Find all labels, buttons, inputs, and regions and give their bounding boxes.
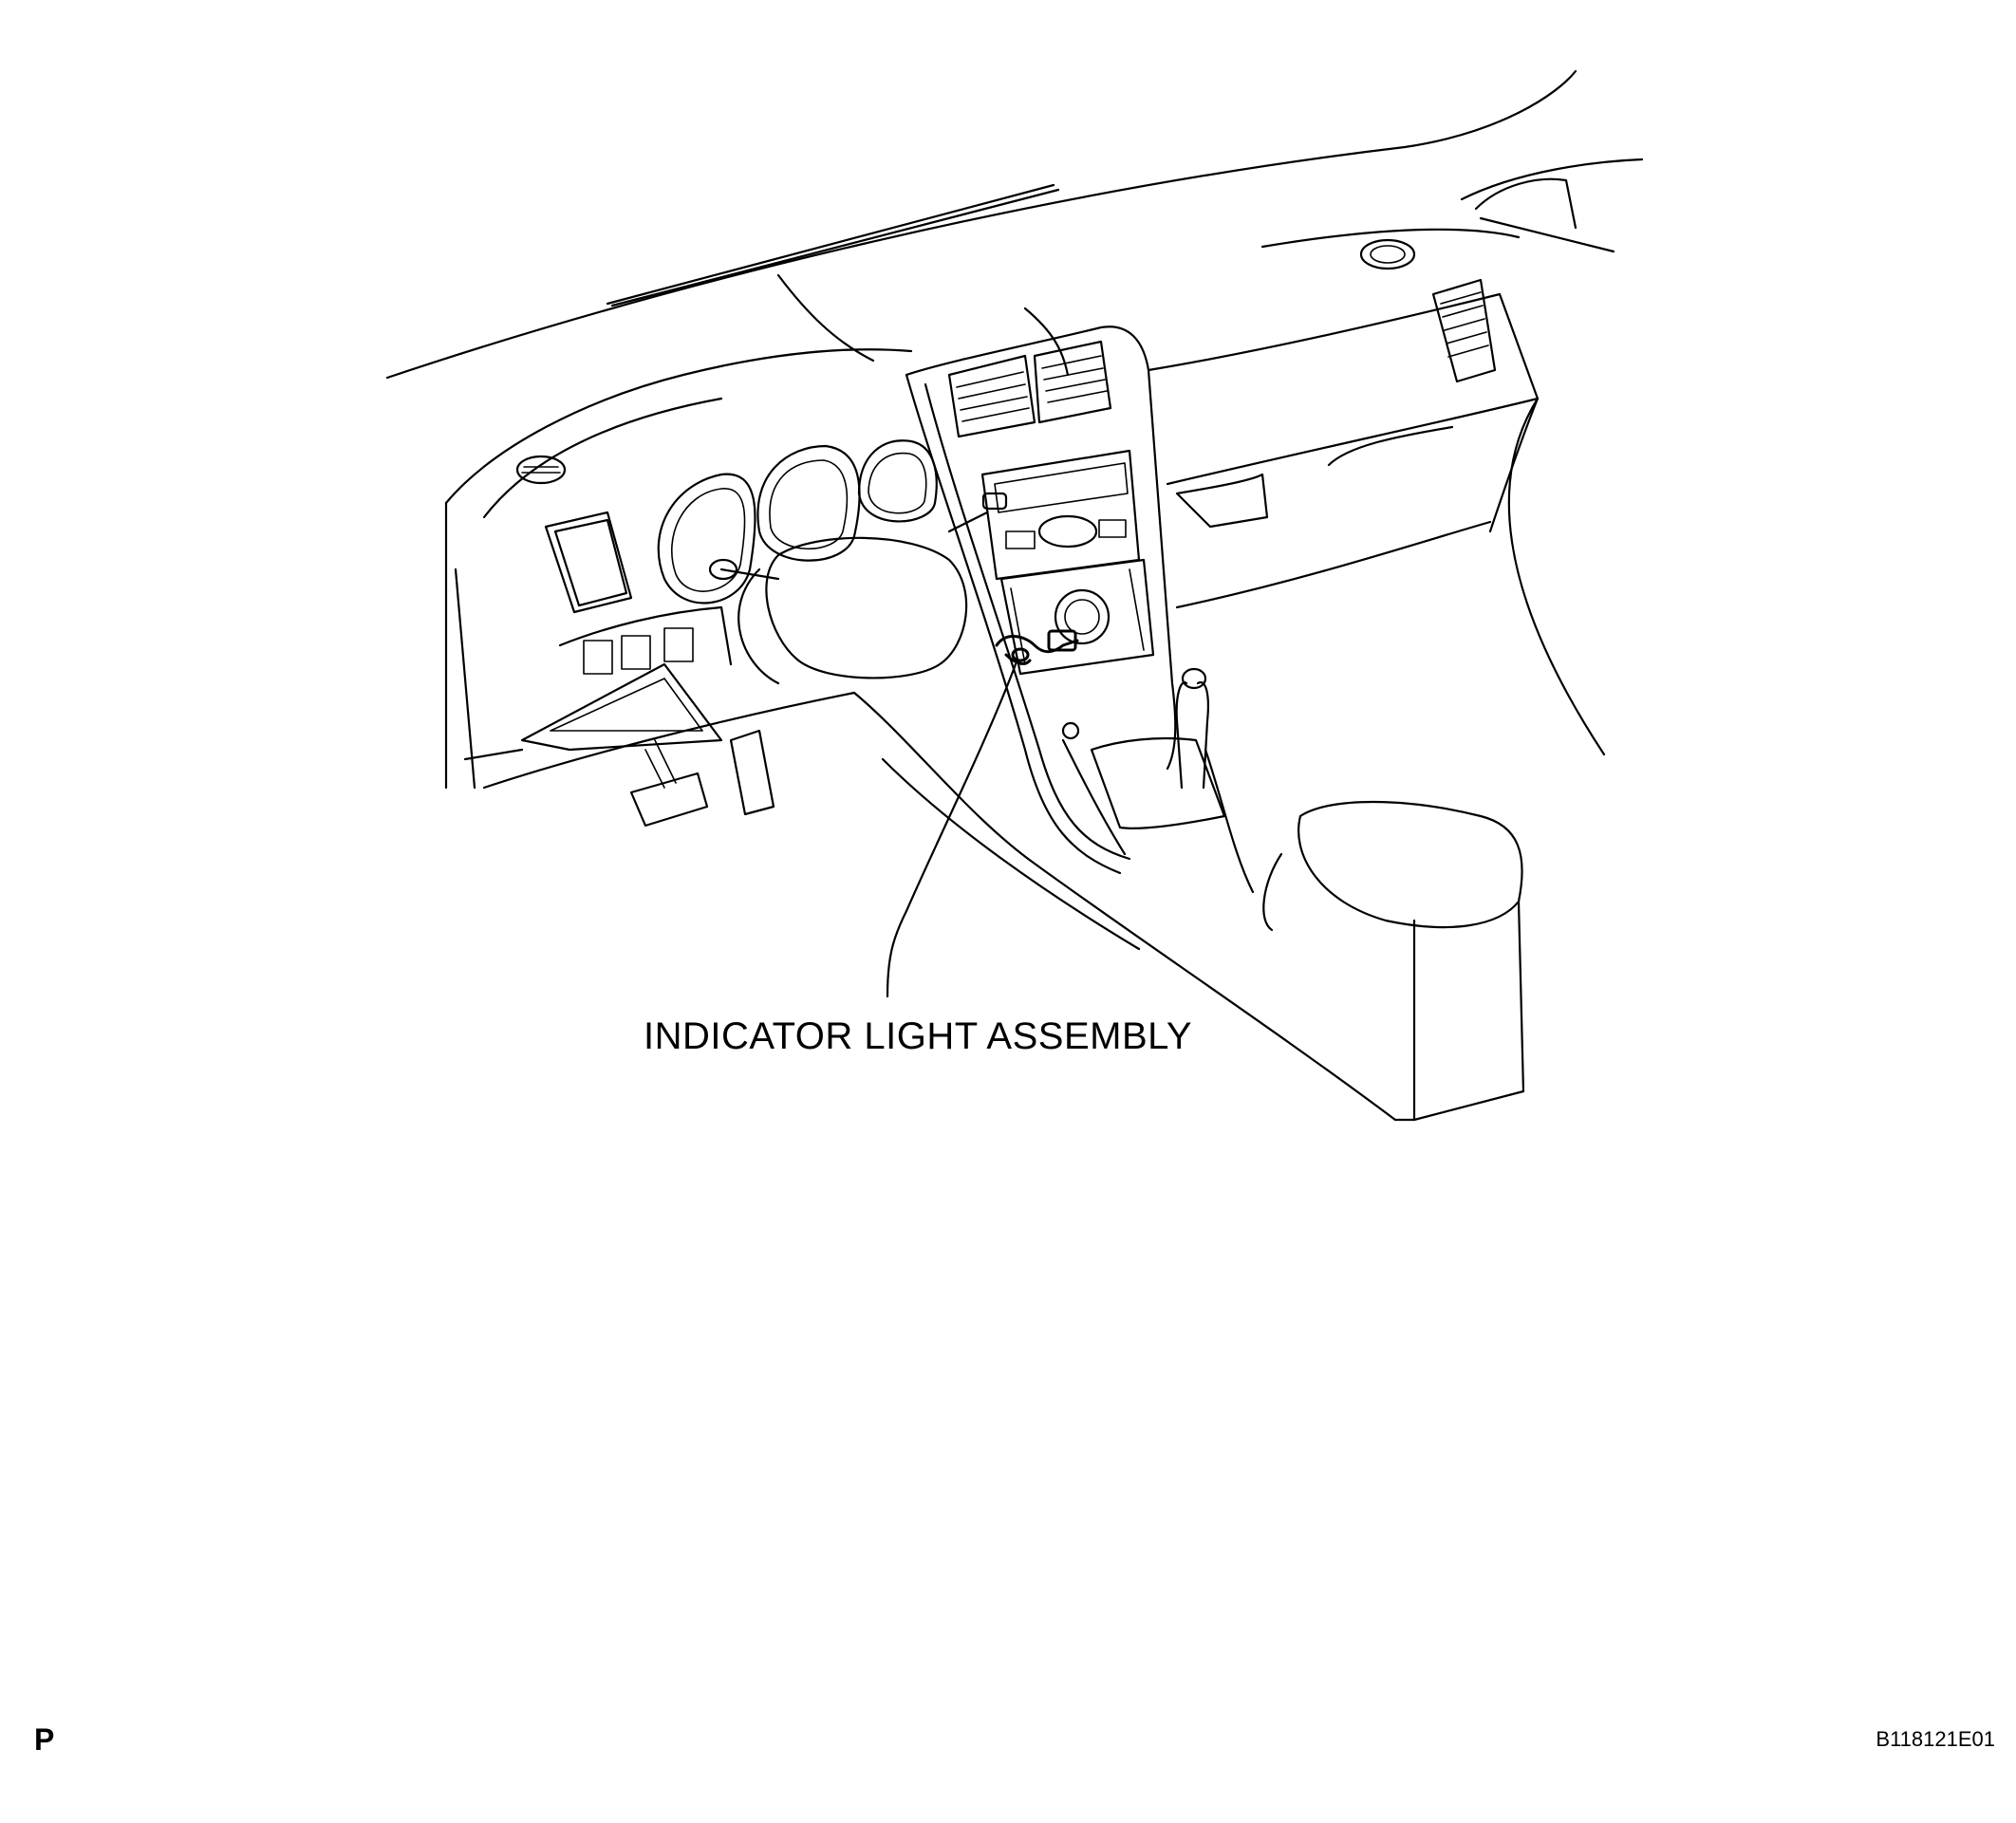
figure-code: B118121E01: [1876, 1727, 1995, 1751]
dashboard-top-outline: [385, 69, 1644, 380]
callout-leader-line: [886, 662, 1017, 998]
left-round-vent: [515, 455, 567, 485]
audio-unit: [980, 449, 1141, 581]
passenger-dashboard: [1147, 238, 1606, 756]
center-stack: [905, 326, 1177, 875]
left-side-vent: [544, 511, 633, 614]
indicator-light-assembly: [995, 629, 1079, 665]
callout-label-indicator-light-assembly: INDICATOR LIGHT ASSEMBLY: [644, 1015, 1193, 1057]
gear-shift-area: [1061, 667, 1255, 894]
center-console-armrest: [1262, 800, 1525, 1122]
steering-wheel: [708, 492, 1008, 685]
center-air-vents: [947, 340, 1112, 438]
instrument-gauges: [657, 439, 938, 605]
pedals: [629, 729, 775, 828]
instrument-cluster-hood: [444, 273, 1070, 790]
lower-dashboard-edge: [482, 691, 1397, 1122]
page-letter: P: [34, 1722, 55, 1757]
climate-control-panel: [999, 558, 1155, 676]
left-lower-panel: [463, 605, 733, 761]
